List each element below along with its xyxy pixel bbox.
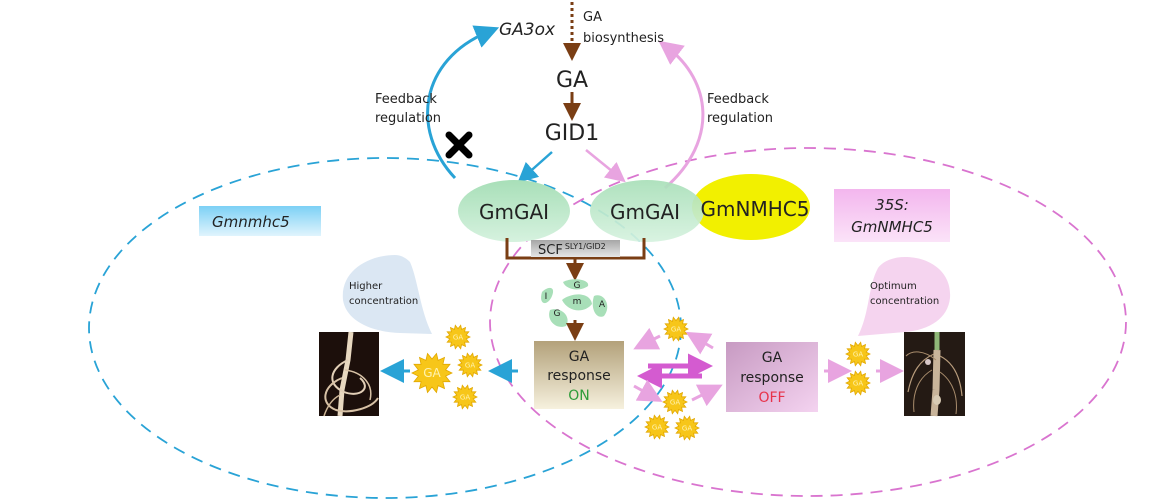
ga-star-left-2: GA [457,352,483,378]
ga-star-shape [662,389,688,415]
overexpression-genotype-line2: GmNMHC5 [851,218,933,236]
ga-star-label: GA [671,325,681,333]
biosynthesis-label-2: biosynthesis [583,31,664,46]
gid1-to-gmgai-left-arrow [517,151,553,183]
ga-star-left-3: GA [452,384,478,410]
higher-concentration-bubble [342,255,432,334]
ga-star-shape [452,384,478,410]
ga-stars: GA GA GA GA GA GA GA GA GA GA [411,316,871,441]
ga-star-label: GA [465,361,475,369]
response-off-line1: GA [762,350,783,366]
degraded-gmgai-fragments [541,279,608,327]
mutant-genotype-box [199,206,321,236]
overexpression-genotype-box [834,189,950,242]
ga-star-mid-3: GA [644,414,670,440]
fragment-letter-a: A [599,300,606,310]
feedback-left-label-2: regulation [375,111,441,126]
ga-star-right-1: GA [845,341,871,367]
right-bubble-line2: concentration [870,296,939,307]
ga-star-label: GA [453,333,463,341]
feedback-right-label-2: regulation [707,111,773,126]
response-on-line1: GA [569,349,590,365]
gmnmhc5-protein [692,174,810,240]
ga-star-label: GA [670,398,680,406]
left-bubble-line2: concentration [349,296,418,307]
gmgai-left-label: GmGAI [479,200,549,224]
ga-star-mid-2: GA [662,389,688,415]
scf-bracket [505,238,646,260]
ga-star-right-2: GA [845,370,871,396]
feedback-arrow-left [426,25,500,180]
ga-star-shape [411,352,453,394]
response-on-line2: response [547,368,611,384]
gid1-label: GID1 [545,121,599,146]
optimum-concentration-bubble [858,257,951,336]
overexpression-genotype-line1: 35S: [875,196,909,214]
feedback-arrow-right [658,40,705,190]
ga-star-label: GA [853,379,863,387]
ga-star-label: GA [652,423,662,431]
response-off-state: OFF [758,390,785,406]
fragment-letter-g2: G [554,309,561,319]
ga-star-shape [663,316,689,342]
feedback-left-label-1: Feedback [375,92,437,107]
pink-arrow-4 [691,384,723,407]
scf-complex-box [531,240,620,257]
ga-star-label: GA [682,424,692,432]
ga-star-shape [457,352,483,378]
ga-star-mid-1: GA [663,316,689,342]
gmgai-right-protein [590,180,704,242]
ga-response-off-box [726,342,818,412]
ga-star-shape [674,415,700,441]
ga-star-shape [445,324,471,350]
gid1-to-gmgai-right-arrow [585,149,626,183]
ga-star-label: GA [423,366,441,380]
fragment-letter-g1: G [574,281,581,291]
ga-star-label: GA [853,350,863,358]
gmnmhc5-label: GmNMHC5 [701,197,810,221]
gmgai-right-label: GmGAI [610,200,680,224]
fragment-letter-m: m [573,297,582,307]
ga-star-mid-4: GA [674,415,700,441]
ga-star-shape [644,414,670,440]
feedback-right-label-1: Feedback [707,92,769,107]
left-bubble-line1: Higher [349,281,383,292]
overexpression-root-image [904,332,965,417]
pink-arrow-3 [633,379,663,402]
mutant-root-image [319,331,379,417]
gmgai-left-protein [458,180,570,242]
ga-label: GA [556,68,588,93]
pink-arrow-2 [633,327,661,350]
ga-star-label: GA [460,393,470,401]
response-off-line2: response [740,370,804,386]
equilibrium-arrows [637,353,713,389]
ga-star-shape [845,370,871,396]
ga3ox-label: GA3ox [499,20,556,40]
biosynthesis-label-1: GA [583,10,602,25]
right-bubble-line1: Optimum [870,281,917,292]
response-on-state: ON [568,388,590,404]
mutant-genotype-label: Gmnmhc5 [212,213,290,231]
block-x-icon [445,131,473,159]
pink-arrow-1 [685,331,714,355]
ga-star-shape [845,341,871,367]
ga-star-left-1: GA [445,324,471,350]
ga-response-on-box [534,341,624,409]
ga-star-large: GA [411,352,453,394]
fragment-letter-i: I [545,292,548,302]
overexpression-cell-boundary [489,147,1127,497]
